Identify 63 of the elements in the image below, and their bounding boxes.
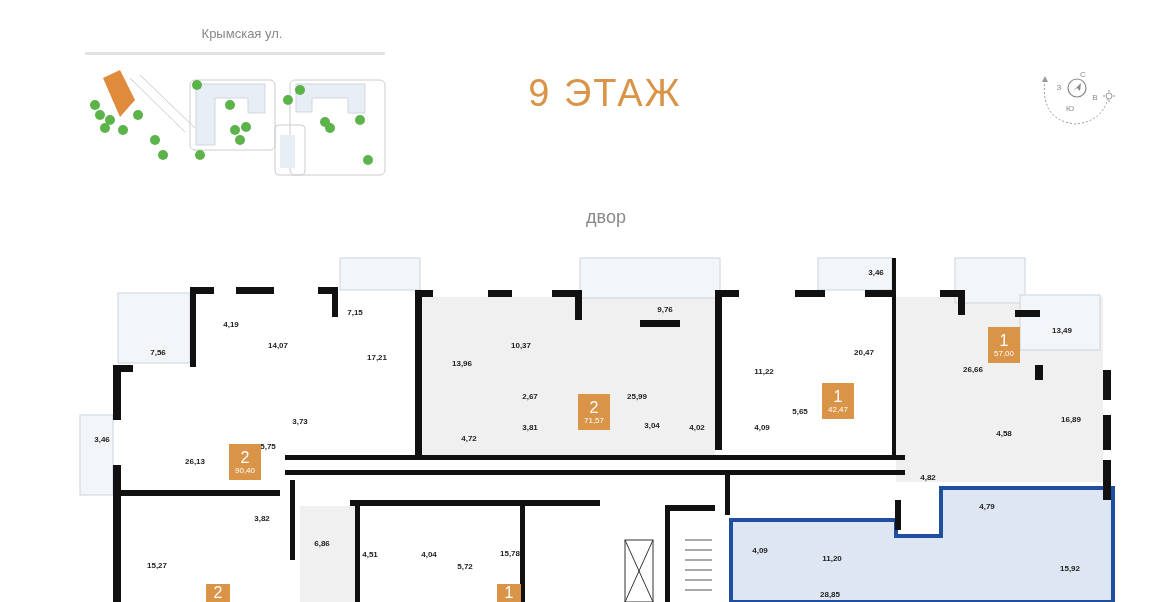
room-area: 3,73 xyxy=(292,416,308,426)
apartment-badge xyxy=(229,444,261,480)
room-area: 3,82 xyxy=(254,513,270,523)
room-count: 2 xyxy=(240,449,250,466)
room-area: 3,46 xyxy=(868,267,884,277)
room-area: 3,46 xyxy=(94,434,110,444)
room-area: 7,56 xyxy=(150,347,166,357)
room-area: 3,04 xyxy=(644,420,660,430)
room-area: 28,85 xyxy=(820,589,840,599)
compass-letter: В xyxy=(1092,92,1098,102)
apartment-badge xyxy=(822,383,854,419)
room-area: 4,02 xyxy=(689,422,705,432)
room-area: 15,27 xyxy=(147,560,167,570)
room-area: 3,81 xyxy=(522,422,538,432)
room-area: 4,79 xyxy=(979,501,995,511)
room-count: 1 xyxy=(999,332,1009,349)
room-area: 7,15 xyxy=(347,307,363,317)
room-area: 5,75 xyxy=(260,441,276,451)
room-count: 2 xyxy=(589,399,599,416)
room-area: 13,49 xyxy=(1052,325,1072,335)
apartment-badge xyxy=(497,584,521,602)
room-area: 4,58 xyxy=(996,428,1012,438)
apartment-badge xyxy=(578,394,610,430)
room-area: 10,37 xyxy=(511,340,531,350)
room-area: 4,19 xyxy=(223,319,239,329)
room-area: 20,47 xyxy=(854,347,874,357)
apartment-badge xyxy=(206,584,230,602)
room-area: 4,72 xyxy=(461,433,477,443)
compass-letter: Ю xyxy=(1065,103,1075,113)
street-name: Крымская ул. xyxy=(201,25,283,41)
compass-letter: С xyxy=(1080,69,1086,79)
apartment-area: 57,00 xyxy=(994,348,1014,358)
room-area: 2,67 xyxy=(522,391,538,401)
apartment-badge xyxy=(988,327,1020,363)
room-count: 2 xyxy=(213,585,223,601)
room-area: 5,72 xyxy=(457,561,473,571)
room-area: 4,51 xyxy=(362,549,378,559)
room-area: 25,99 xyxy=(627,391,647,401)
room-area: 15,78 xyxy=(500,548,520,558)
room-area: 15,92 xyxy=(1060,563,1080,573)
room-count: 1 xyxy=(833,388,843,405)
room-count: 1 xyxy=(504,585,514,601)
room-area: 26,66 xyxy=(963,364,983,374)
room-area: 4,09 xyxy=(754,422,770,432)
room-area: 11,22 xyxy=(754,366,774,376)
room-area: 17,21 xyxy=(367,352,387,362)
apartment-area: 90,40 xyxy=(235,465,255,475)
room-area: 16,89 xyxy=(1061,414,1081,424)
room-area: 9,76 xyxy=(657,304,673,314)
room-area: 11,20 xyxy=(822,553,842,563)
apartment-area: 42,47 xyxy=(828,404,848,414)
room-area: 4,09 xyxy=(752,545,768,555)
room-area: 6,86 xyxy=(314,538,330,548)
room-area: 5,65 xyxy=(792,406,808,416)
compass-letter: З xyxy=(1056,82,1062,92)
room-area: 4,82 xyxy=(920,472,936,482)
floor-title: 9 ЭТАЖ xyxy=(527,72,683,115)
room-area: 14,07 xyxy=(268,340,288,350)
room-area: 4,04 xyxy=(421,549,437,559)
yard-label: двор xyxy=(586,206,626,228)
room-area: 13,96 xyxy=(452,358,472,368)
apartment-area: 71,57 xyxy=(584,415,604,425)
room-area: 26,13 xyxy=(185,456,205,466)
